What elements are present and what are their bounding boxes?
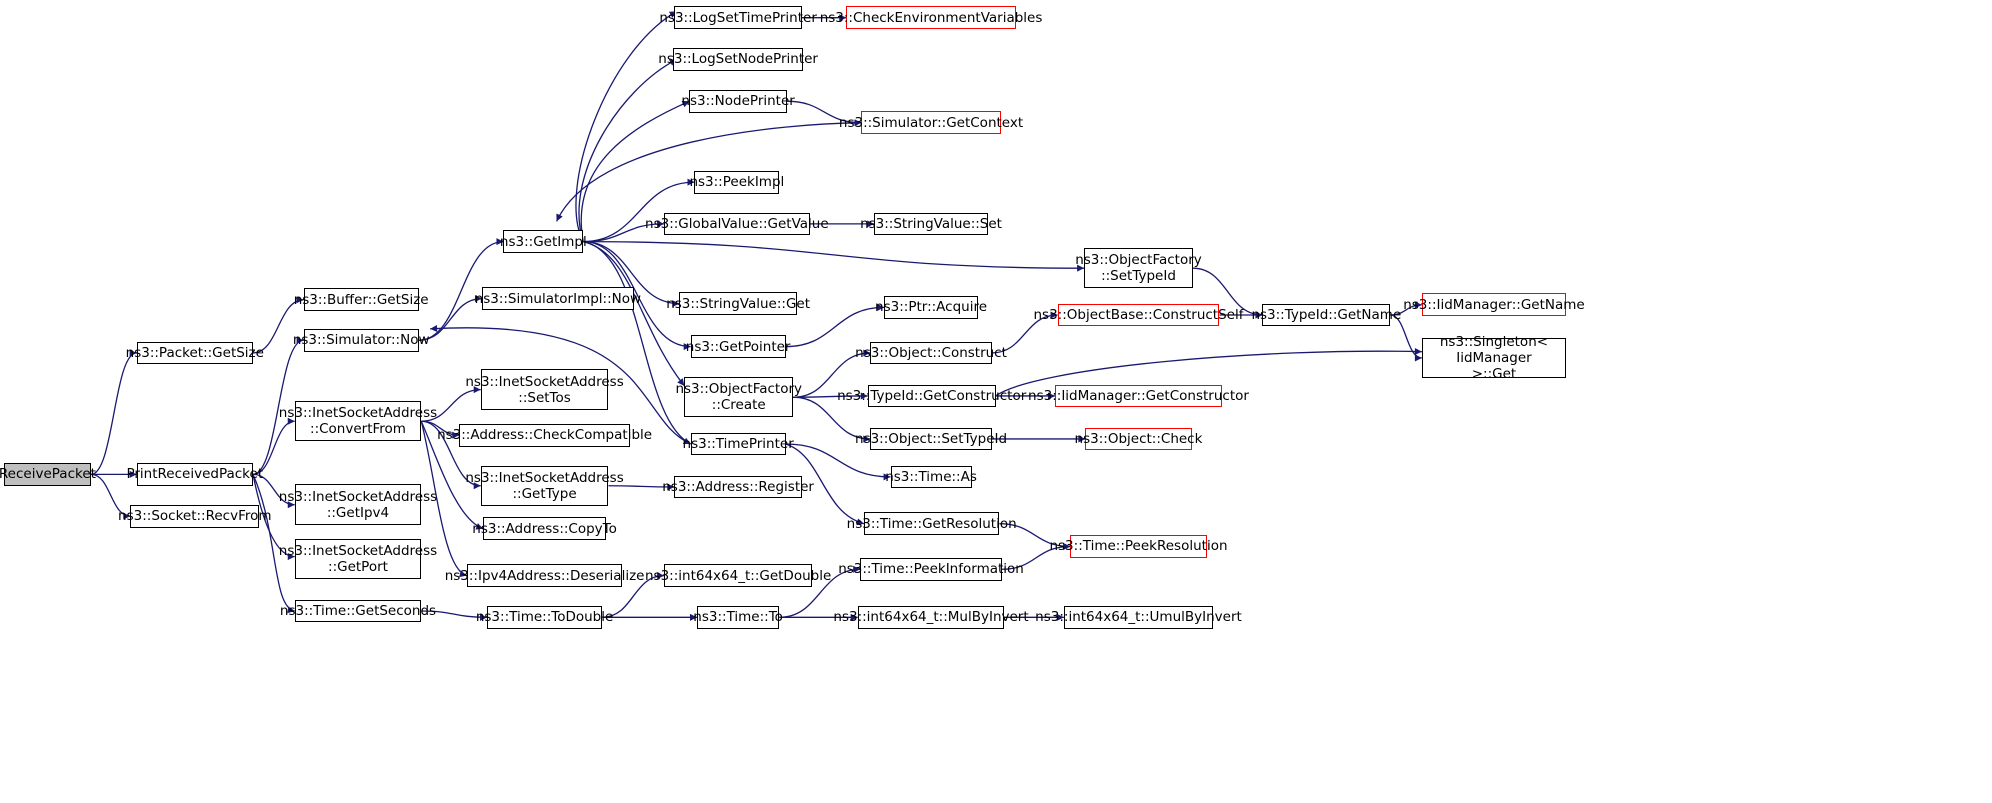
graph-node-nodeprinter[interactable]: ns3::NodePrinter <box>681 89 795 113</box>
graph-node-pkt-getsize[interactable]: ns3::Packet::GetSize <box>126 341 264 365</box>
graph-node-obj-check[interactable]: ns3::Object::Check <box>1075 427 1202 451</box>
graph-node-peekimpl[interactable]: ns3::PeekImpl <box>689 170 784 194</box>
edge-getimpl-to-getpointer <box>583 240 691 351</box>
edge-getimpl-to-peekimpl <box>583 178 695 243</box>
edge-time-getseconds-to-time-todouble <box>421 610 488 621</box>
graph-node-inet-gettype[interactable]: ns3::InetSocketAddress ::GetType <box>465 465 624 506</box>
graph-node-sv-set[interactable]: ns3::StringValue::Set <box>860 212 1002 236</box>
graph-node-gv-getvalue[interactable]: ns3::GlobalValue::GetValue <box>645 212 829 236</box>
graph-node-logsetnode[interactable]: ns3::LogSetNodePrinter <box>658 48 818 71</box>
graph-node-time-to[interactable]: ns3::Time::To <box>693 605 783 629</box>
graph-node-time-getres[interactable]: ns3::Time::GetResolution <box>847 512 1017 536</box>
graph-node-getimpl[interactable]: ns3::GetImpl <box>500 230 587 253</box>
graph-node-i64-umulbyinvert[interactable]: ns3::int64x64_t::UmulByInvert <box>1035 605 1242 629</box>
edge-of-create-to-obj-settypeid <box>793 396 871 443</box>
graph-node-buf-getsize[interactable]: ns3::Buffer::GetSize <box>294 288 429 312</box>
edge-getimpl-to-of-settypeid <box>583 240 1085 272</box>
graph-node-simimpl-now[interactable]: ns3::SimulatorImpl::Now <box>475 287 641 310</box>
graph-node-obj-construct[interactable]: ns3::Object::Construct <box>855 341 1007 365</box>
graph-node-time-todouble[interactable]: ns3::Time::ToDouble <box>476 605 613 629</box>
edge-getimpl-to-logsetnode <box>578 58 678 242</box>
graph-node-addr-register[interactable]: ns3::Address::Register <box>662 475 814 499</box>
edge-typeid-getname-to-iid-getname <box>1390 301 1422 316</box>
edge-printrecv-to-inet-convert <box>252 417 295 476</box>
graph-node-obj-settypeid[interactable]: ns3::Object::SetTypeId <box>855 427 1007 451</box>
graph-node-inet-convert[interactable]: ns3::InetSocketAddress ::ConvertFrom <box>279 401 437 442</box>
edge-inet-convert-to-inet-gettype <box>421 420 481 490</box>
edge-time-peekinfo-to-time-peekres <box>1001 542 1071 570</box>
graph-node-typeid-getname[interactable]: ns3::TypeId::GetName <box>1251 303 1401 327</box>
graph-node-time-getseconds[interactable]: ns3::Time::GetSeconds <box>280 599 436 623</box>
edge-inet-gettype-to-addr-register <box>608 483 675 491</box>
edge-timeprinter-to-time-as <box>785 443 891 481</box>
edge-obj-construct-to-ob-constructself <box>991 311 1058 354</box>
graph-node-inet-getport[interactable]: ns3::InetSocketAddress ::GetPort <box>279 538 437 580</box>
edge-printrecv-to-sim-now <box>252 336 304 476</box>
edge-sim-getcontext-to-getimpl <box>556 122 862 222</box>
graph-node-printrecv[interactable]: PrintReceivedPacket <box>126 462 263 486</box>
graph-node-singleton-get[interactable]: ns3::Singleton< IidManager >::Get <box>1421 334 1567 382</box>
edge-getimpl-to-timeprinter <box>583 240 691 445</box>
graph-node-inet-getipv4[interactable]: ns3::InetSocketAddress ::GetIpv4 <box>279 484 437 525</box>
graph-node-time-peekinfo[interactable]: ns3::Time::PeekInformation <box>838 557 1024 581</box>
graph-node-addr-checkcompat[interactable]: ns3::Address::CheckCompatible <box>437 423 652 447</box>
edge-inet-convert-to-addr-copyto <box>420 420 484 530</box>
graph-node-receive: ReceivePacket <box>0 462 96 486</box>
edge-sim-now-to-getimpl <box>418 238 504 341</box>
edge-of-create-to-typeid-getctor <box>793 392 868 400</box>
edge-of-create-to-obj-construct <box>793 349 871 398</box>
edge-pkt-getsize-to-buf-getsize <box>252 296 304 354</box>
edge-timeprinter-to-time-getres <box>785 443 865 526</box>
edge-typeid-getctor-to-singleton-get <box>995 348 1422 397</box>
graph-node-typeid-getctor[interactable]: ns3::TypeId::GetConstructor <box>837 384 1026 408</box>
edge-inet-convert-to-inet-settos <box>421 386 481 422</box>
edge-getimpl-to-logsettime <box>575 10 678 242</box>
graph-node-i64-mulbyinvert[interactable]: ns3::int64x64_t::MulByInvert <box>833 605 1029 629</box>
edge-time-todouble-to-i64-getdouble <box>602 572 665 618</box>
edges-layer <box>90 10 1423 621</box>
edge-getimpl-to-nodeprinter <box>580 100 690 242</box>
edge-timeprinter-to-sim-now <box>430 325 691 445</box>
graph-node-checkenv[interactable]: ns3::CheckEnvironmentVariables <box>820 6 1042 30</box>
graph-node-ptr-acquire[interactable]: ns3::Ptr::Acquire <box>875 296 987 319</box>
edge-receive-to-pkt-getsize <box>90 349 137 476</box>
edge-printrecv-to-inet-getport <box>252 474 295 561</box>
graph-node-sv-get[interactable]: ns3::StringValue::Get <box>666 292 810 315</box>
graph-node-of-create[interactable]: ns3::ObjectFactory ::Create <box>675 376 802 418</box>
graph-node-ob-constructself[interactable]: ns3::ObjectBase::ConstructSelf <box>1034 303 1243 327</box>
graph-node-logsettime[interactable]: ns3::LogSetTimePrinter <box>659 6 817 30</box>
graph-node-sim-now[interactable]: ns3::Simulator::Now <box>293 328 430 352</box>
graph-node-of-settypeid[interactable]: ns3::ObjectFactory ::SetTypeId <box>1075 247 1202 289</box>
edge-inet-convert-to-ipv4-deser <box>420 421 468 578</box>
graph-node-i64-getdouble[interactable]: ns3::int64x64_t::GetDouble <box>645 564 831 587</box>
edge-typeid-getname-to-singleton-get <box>1390 314 1423 362</box>
graph-node-inet-settos[interactable]: ns3::InetSocketAddress ::SetTos <box>465 369 624 410</box>
graph-node-iid-getctor[interactable]: ns3::IidManager::GetConstructor <box>1028 384 1249 408</box>
edge-sim-now-to-simimpl-now <box>418 295 482 341</box>
graph-node-addr-copyto[interactable]: ns3::Address::CopyTo <box>472 517 617 541</box>
edge-time-getres-to-time-peekres <box>999 523 1071 550</box>
graph-node-iid-getname[interactable]: ns3::IidManager::GetName <box>1403 293 1585 317</box>
graph-node-getpointer[interactable]: ns3::GetPointer <box>686 335 790 358</box>
edge-receive-to-recvfrom <box>90 473 131 520</box>
graph-node-time-peekres[interactable]: ns3::Time::PeekResolution <box>1049 535 1228 558</box>
graph-node-timeprinter[interactable]: ns3::TimePrinter <box>683 432 794 456</box>
edge-nodeprinter-to-sim-getcontext <box>786 100 862 127</box>
graph-node-recvfrom[interactable]: ns3::Socket::RecvFrom <box>118 504 272 528</box>
graph-node-sim-getcontext[interactable]: ns3::Simulator::GetContext <box>839 111 1023 135</box>
edge-printrecv-to-inet-getipv4 <box>252 473 295 509</box>
edge-getpointer-to-ptr-acquire <box>785 303 885 348</box>
graph-node-time-as[interactable]: ns3::Time::As <box>885 465 977 489</box>
edge-time-to-to-time-peekinfo <box>779 565 861 618</box>
edge-printrecv-to-time-getseconds <box>252 474 295 614</box>
edge-of-settypeid-to-typeid-getname <box>1192 267 1263 319</box>
graph-node-ipv4-deser[interactable]: ns3::Ipv4Address::Deserialize <box>445 564 644 587</box>
